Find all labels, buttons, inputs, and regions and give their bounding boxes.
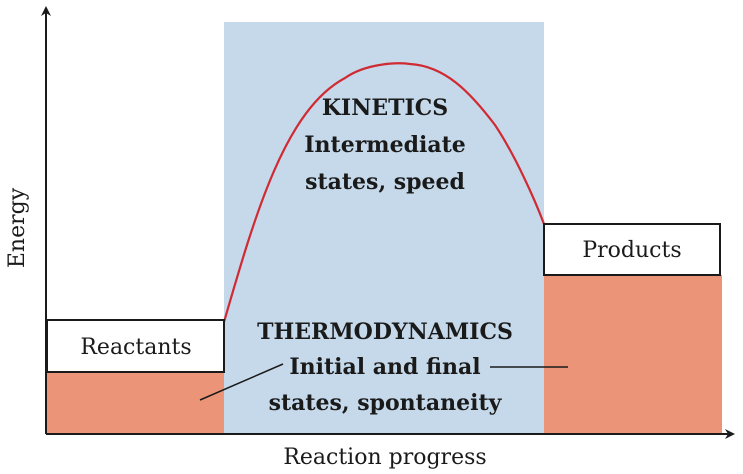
thermodynamics-line-2: states, spontaneity xyxy=(269,390,503,416)
kinetics-line-1: Intermediate xyxy=(304,132,465,158)
reactants-energy-fill xyxy=(46,372,224,434)
products-label: Products xyxy=(582,238,681,263)
x-axis-label: Reaction progress xyxy=(283,445,486,470)
products-box xyxy=(543,223,721,276)
kinetics-line-2: states, speed xyxy=(305,169,465,195)
thermodynamics-title: THERMODYNAMICS xyxy=(257,319,513,345)
products-energy-fill xyxy=(544,275,722,434)
reactants-box xyxy=(46,319,225,373)
kinetics-region xyxy=(224,22,544,434)
thermodynamics-line-1: Initial and final xyxy=(289,354,480,380)
leader-line-reactants xyxy=(199,363,284,401)
energy-curve xyxy=(222,62,546,323)
y-axis-label: Energy xyxy=(5,187,30,268)
kinetics-title: KINETICS xyxy=(322,95,448,121)
reactants-label: Reactants xyxy=(80,335,191,360)
